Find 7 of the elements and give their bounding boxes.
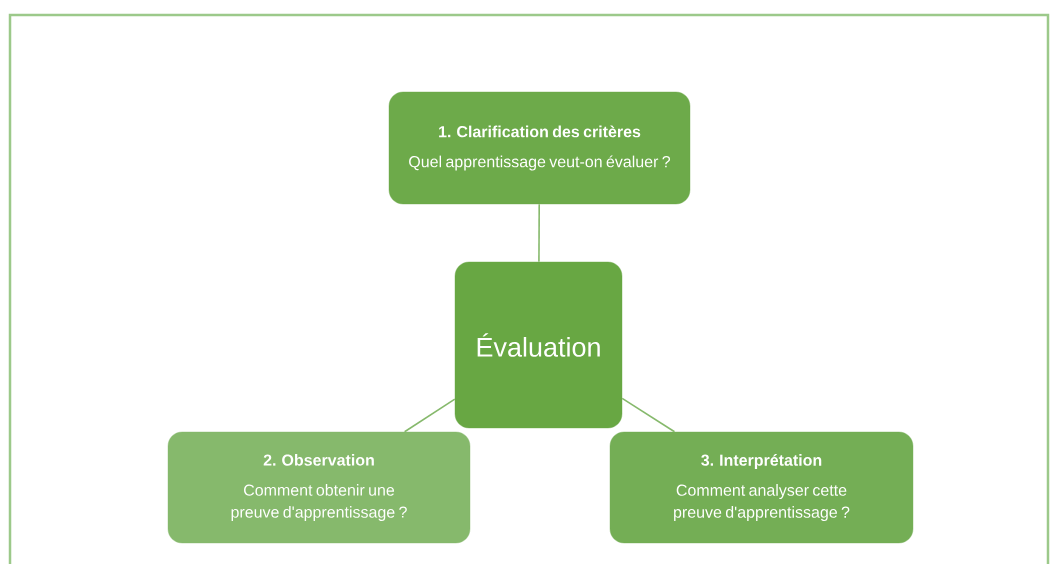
center-box: Évaluation — [454, 261, 623, 429]
connector-line — [403, 398, 456, 433]
step-box: 1. Clarification des critères Quel apprentissage veut-on évaluer ? — [388, 91, 691, 205]
connector-line — [621, 397, 676, 433]
connector-line — [538, 203, 540, 263]
step-box: 3. Interprétation Comment analyser cette preuve d'apprentissage ? — [609, 431, 914, 544]
step-box: 2. Observation Comment obtenir une preuve d'apprentissage ? — [167, 431, 471, 544]
